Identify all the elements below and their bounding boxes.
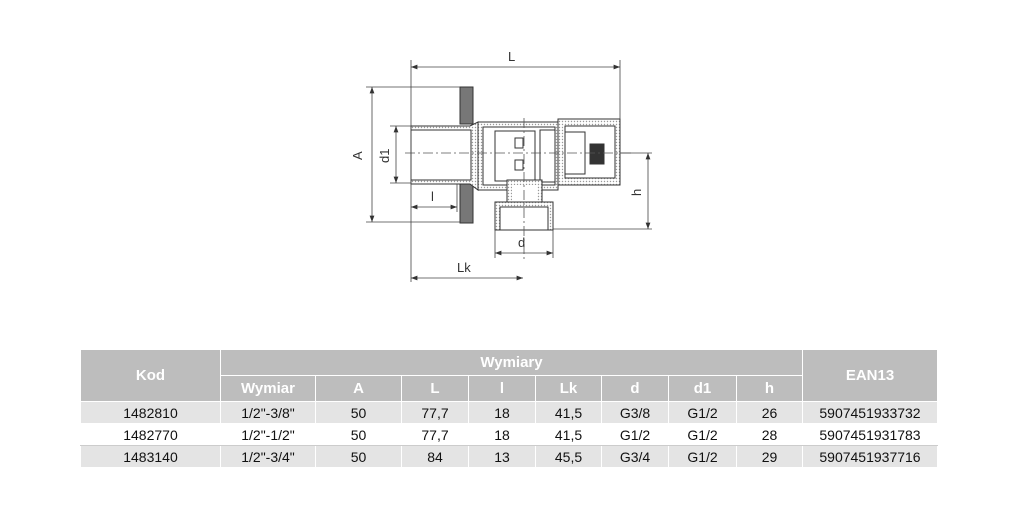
header-ean13: EAN13 (802, 349, 938, 402)
cell-h: 26 (736, 401, 803, 424)
cell-wymiar: 1/2"-3/8" (220, 401, 316, 424)
cell-wymiar: 1/2"-1/2" (220, 423, 316, 446)
dimensions-table: Kod Wymiary EAN13 Wymiar A L l Lk d d1 h… (80, 349, 938, 468)
nut-top (459, 86, 474, 125)
cell-Lk: 45,5 (535, 445, 602, 468)
cell-Lk: 41,5 (535, 401, 602, 424)
cell-A: 50 (315, 445, 402, 468)
dim-label-l: l (431, 189, 434, 204)
cell-h: 29 (736, 445, 803, 468)
dim-label-Lk: Lk (457, 260, 471, 275)
header-wymiary: Wymiary (220, 349, 803, 376)
cell-l: 18 (468, 423, 536, 446)
dim-label-h: h (629, 189, 644, 196)
cell-l: 13 (468, 445, 536, 468)
subheader-h: h (736, 375, 803, 402)
cell-d: G1/2 (601, 423, 669, 446)
cell-L: 77,7 (401, 423, 469, 446)
cell-d1: G1/2 (668, 445, 737, 468)
dimension-lines (366, 60, 652, 282)
cell-d: G3/8 (601, 401, 669, 424)
cell-L: 84 (401, 445, 469, 468)
cell-A: 50 (315, 423, 402, 446)
cell-d1: G1/2 (668, 401, 737, 424)
knurl (589, 143, 605, 165)
cell-ean: 5907451931783 (802, 423, 938, 446)
cell-l: 18 (468, 401, 536, 424)
centerlines (405, 118, 632, 262)
cell-L: 77,7 (401, 401, 469, 424)
cell-ean: 5907451937716 (802, 445, 938, 468)
header-kod: Kod (80, 349, 221, 402)
dim-label-d: d (518, 235, 525, 250)
subheader-A: A (315, 375, 402, 402)
dim-label-A: A (350, 151, 365, 160)
subheader-Lk: Lk (535, 375, 602, 402)
cell-ean: 5907451933732 (802, 401, 938, 424)
dim-label-d1: d1 (377, 149, 392, 163)
nut-bottom (459, 183, 474, 224)
cell-kod: 1482810 (80, 401, 221, 424)
table-row: 1482770 1/2"-1/2" 50 77,7 18 41,5 G1/2 G… (80, 423, 938, 446)
cell-A: 50 (315, 401, 402, 424)
cell-kod: 1483140 (80, 445, 221, 468)
table-row: 1483140 1/2"-3/4" 50 84 13 45,5 G3/4 G1/… (80, 445, 938, 468)
cell-Lk: 41,5 (535, 423, 602, 446)
subheader-d: d (601, 375, 669, 402)
valve-technical-drawing: L A d1 l h d Lk (350, 49, 652, 282)
dim-label-L: L (508, 49, 515, 64)
cell-wymiar: 1/2"-3/4" (220, 445, 316, 468)
valve-body (410, 86, 621, 231)
subheader-L: L (401, 375, 469, 402)
cell-d1: G1/2 (668, 423, 737, 446)
cell-d: G3/4 (601, 445, 669, 468)
table-row: 1482810 1/2"-3/8" 50 77,7 18 41,5 G3/8 G… (80, 401, 938, 424)
cell-kod: 1482770 (80, 423, 221, 446)
subheader-d1: d1 (668, 375, 737, 402)
subheader-l: l (468, 375, 536, 402)
subheader-wymiar: Wymiar (220, 375, 316, 402)
cell-h: 28 (736, 423, 803, 446)
